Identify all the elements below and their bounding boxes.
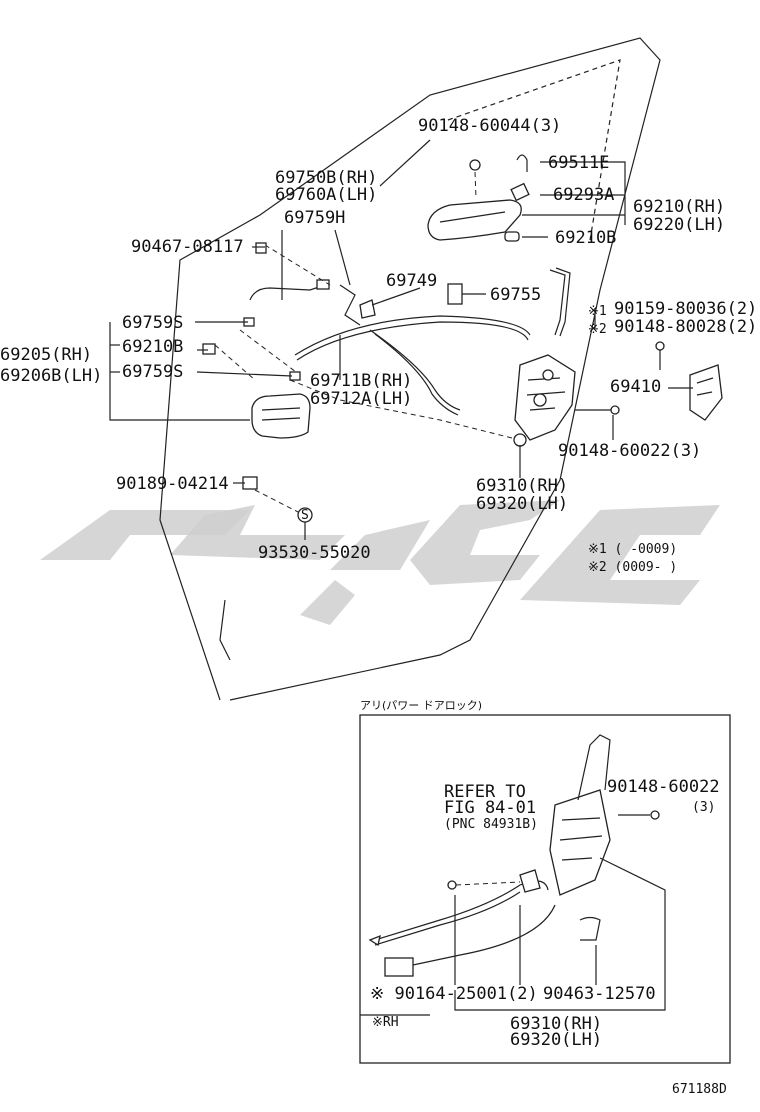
label-69759h: 69759H [284, 208, 345, 228]
label-69511e: 69511E [548, 153, 609, 173]
note-date-2: ※2 (0009- ) [588, 560, 677, 575]
label-69755: 69755 [490, 285, 541, 305]
label-69206b-lh: 69206B(LH) [0, 366, 102, 386]
label-69293a: 69293A [553, 185, 614, 205]
label-90467-08117: 90467-08117 [131, 237, 244, 257]
label-69410: 69410 [610, 377, 661, 397]
label-69210-rh: 69210(RH) [633, 197, 725, 217]
label-refer-pnc: (PNC 84931B) [444, 817, 538, 832]
label-69759s-b: 69759S [122, 362, 183, 382]
label-69210b-top: 69210B [555, 228, 616, 248]
door-outline [159, 37, 661, 701]
inset-label-69320-lh: 69320(LH) [510, 1030, 602, 1050]
inset-label-90463-12570: 90463-12570 [543, 984, 656, 1004]
label-90159-80036: 90159-80036(2) [614, 299, 757, 319]
label-69210b-left: 69210B [122, 337, 183, 357]
label-mark-1: ※1 [588, 304, 607, 319]
label-refer-fig: FIG 84-01 [444, 798, 536, 818]
label-69760a-lh: 69760A(LH) [275, 185, 377, 205]
label-mark-2: ※2 [588, 322, 607, 337]
inset-title: アリ(パワー ドアロック) [360, 699, 482, 712]
label-93530-55020: 93530-55020 [258, 543, 371, 563]
leader-lines [109, 139, 693, 540]
inset-label-90148-60022: 90148-60022 [607, 777, 720, 797]
inset-label-90164-25001: ※ 90164-25001(2) [370, 984, 538, 1004]
inset-label-qty: (3) [692, 800, 715, 815]
label-90189-04214: 90189-04214 [116, 474, 229, 494]
label-refer-to: REFER TO [444, 782, 526, 802]
label-69205-rh: 69205(RH) [0, 345, 92, 365]
label-69220-lh: 69220(LH) [633, 215, 725, 235]
inset-label-rh-note: ※RH [372, 1015, 399, 1030]
inner-door-handle [251, 393, 311, 439]
note-date-1: ※1 ( -0009) [588, 542, 677, 557]
label-69750b-rh: 69750B(RH) [275, 168, 377, 188]
inset-label-69310-rh: 69310(RH) [510, 1014, 602, 1034]
figure-id: 671188D [672, 1082, 727, 1097]
power-door-lock-inset [359, 714, 731, 1064]
watermark-logo [40, 500, 720, 625]
label-69712a-lh: 69712A(LH) [310, 389, 412, 409]
door-striker [689, 364, 723, 421]
label-90148-80028: 90148-80028(2) [614, 317, 757, 337]
rods-and-cables [214, 244, 571, 441]
label-69759s-a: 69759S [122, 313, 183, 333]
door-lock-assembly [513, 341, 665, 447]
label-69711b-rh: 69711B(RH) [310, 371, 412, 391]
outer-door-handle [427, 154, 530, 242]
label-69310-rh: 69310(RH) [476, 476, 568, 496]
label-90148-60022: 90148-60022(3) [558, 441, 701, 461]
label-69749: 69749 [386, 271, 437, 291]
label-69320-lh: 69320(LH) [476, 494, 568, 514]
label-90148-60044: 90148-60044(3) [418, 116, 561, 136]
label-s-mark: S [301, 508, 309, 523]
